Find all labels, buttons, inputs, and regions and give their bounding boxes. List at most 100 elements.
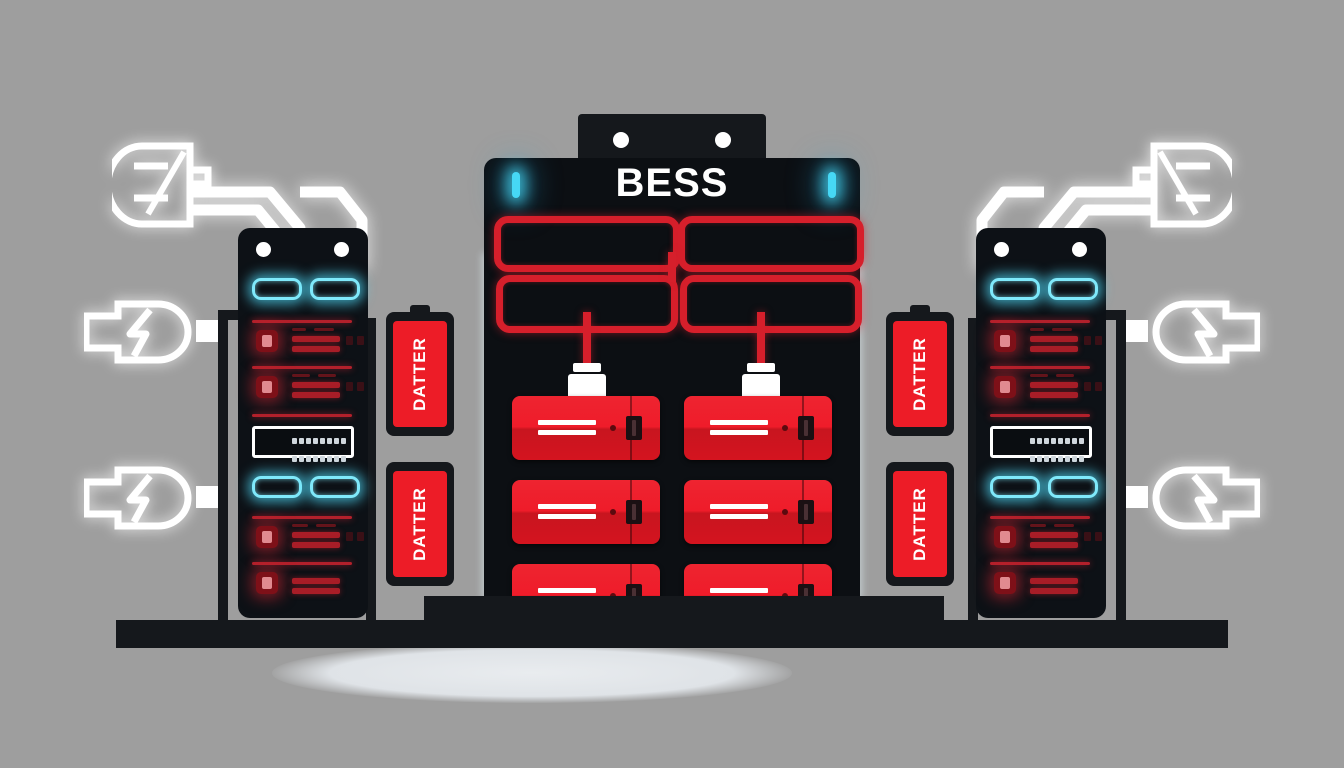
module-vent-bars (710, 504, 768, 524)
keypad-keys (1029, 432, 1085, 468)
rack-status-badge (994, 376, 1016, 398)
rack-status-badge (256, 526, 278, 548)
cabinet-bolt (715, 132, 731, 148)
rack-divider (252, 320, 352, 323)
page-title: BESS (615, 161, 729, 205)
rack-divider (990, 366, 1090, 369)
rack-meter-bar (292, 336, 340, 342)
battery-terminal-nub (410, 305, 430, 313)
left-equipment-rack[interactable] (238, 228, 368, 618)
rack-mini-indicator (357, 336, 364, 345)
battery-module[interactable] (512, 396, 660, 460)
rack-mini-indicator (357, 532, 364, 541)
rack-status-badge (256, 330, 278, 352)
battery-cell-body: DATTER (393, 471, 447, 577)
charging-plug-icon-left-lower (82, 462, 202, 534)
rack-led-indicator (252, 278, 302, 300)
rack-tick (292, 374, 310, 377)
rack-meter-bar (292, 532, 340, 538)
plug-stub-left-upper (196, 320, 222, 342)
keypad-keys (291, 432, 347, 468)
module-drop-cable-left (583, 312, 591, 366)
battery-terminal-nub (910, 305, 930, 313)
rack-mini-indicator (1084, 336, 1091, 345)
rack-meter-bar (1030, 382, 1078, 388)
power-plug-head-icon-right (1122, 140, 1240, 230)
connector-cap-right (747, 363, 775, 372)
rack-meter-bar (1030, 542, 1078, 548)
module-terminal (798, 416, 814, 440)
rack-status-badge (994, 330, 1016, 352)
rack-divider (252, 366, 352, 369)
charging-plug-icon-right-upper (1142, 296, 1262, 368)
module-terminal (626, 416, 642, 440)
rack-post-right-outer (1116, 318, 1126, 620)
battery-module-grid (512, 396, 832, 628)
rack-tick (1056, 374, 1074, 377)
cabinet-status-led-right (828, 172, 836, 198)
rack-keypad-strip[interactable] (990, 426, 1092, 462)
battery-cell-body: DATTER (893, 471, 947, 577)
rack-meter-bar (292, 588, 340, 594)
busbar-center-stem (668, 252, 676, 282)
rack-tick (292, 524, 308, 527)
rack-meter-bar (1030, 588, 1078, 594)
battery-cell-body: DATTER (393, 321, 447, 427)
module-indicator-dot (782, 509, 788, 515)
busbar-pipe-mid-right (680, 275, 862, 333)
rack-mini-indicator (1084, 532, 1091, 541)
rack-meter-bar (292, 578, 340, 584)
rack-led-indicator (1048, 278, 1098, 300)
cabinet-bolt (613, 132, 629, 148)
rack-post-right-inner (968, 318, 978, 620)
rack-mini-indicator (357, 382, 364, 391)
base-bar-right (424, 620, 1228, 648)
rack-tick (1030, 328, 1044, 331)
charging-plug-icon-left-upper (82, 296, 202, 368)
bess-cabinet-head (578, 114, 766, 166)
rack-tick (316, 524, 336, 527)
rack-post-foot-left (218, 310, 254, 320)
plug-stub-left-lower (196, 486, 222, 508)
right-equipment-rack[interactable] (976, 228, 1106, 618)
rack-keypad-strip[interactable] (252, 426, 354, 462)
rack-mini-indicator (1095, 336, 1102, 345)
rack-status-badge (256, 572, 278, 594)
busbar-pipe-top-right (678, 216, 864, 272)
module-vent-bars (710, 420, 768, 440)
module-vent-bars (538, 504, 596, 524)
battery-module[interactable] (512, 480, 660, 544)
rack-status-badge (256, 376, 278, 398)
rack-led-indicator (1048, 476, 1098, 498)
rack-bolt (256, 242, 271, 257)
rack-divider (990, 562, 1090, 565)
rack-led-indicator (310, 476, 360, 498)
rack-divider (990, 414, 1090, 417)
rack-tick (318, 374, 336, 377)
rack-mini-indicator (1095, 532, 1102, 541)
rack-post-left-inner (366, 318, 376, 620)
battery-left-lower[interactable]: DATTER (386, 462, 454, 586)
battery-left-upper[interactable]: DATTER (386, 305, 454, 436)
battery-label: DATTER (910, 487, 929, 561)
module-indicator-dot (610, 425, 616, 431)
battery-right-upper[interactable]: DATTER (886, 305, 954, 436)
battery-label: DATTER (910, 337, 929, 411)
rack-meter-bar (292, 392, 340, 398)
battery-module[interactable] (684, 480, 832, 544)
rack-bolt (334, 242, 349, 257)
rack-tick (292, 328, 306, 331)
module-terminal (798, 500, 814, 524)
rack-mini-indicator (1095, 382, 1102, 391)
battery-right-lower[interactable]: DATTER (886, 462, 954, 586)
rack-tick (1054, 524, 1074, 527)
module-indicator-dot (610, 509, 616, 515)
battery-label: DATTER (410, 487, 429, 561)
battery-module[interactable] (684, 396, 832, 460)
rack-led-indicator (990, 278, 1040, 300)
rack-meter-bar (292, 382, 340, 388)
rack-mini-indicator (346, 382, 353, 391)
module-indicator-dot (782, 425, 788, 431)
module-drop-cable-right (757, 312, 765, 366)
